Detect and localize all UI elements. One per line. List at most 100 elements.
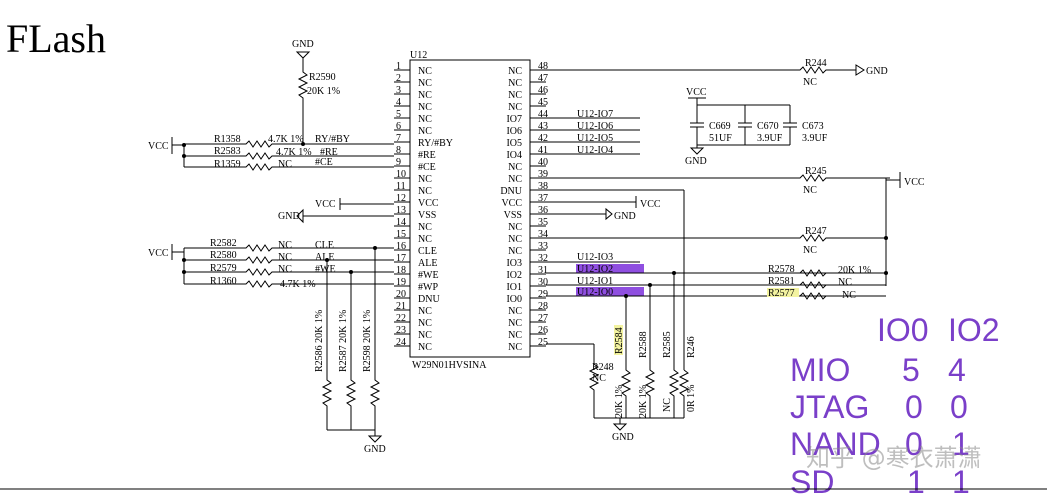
c673-ref: C673 (802, 121, 824, 132)
r1358-wire (184, 140, 394, 148)
r246-resistor (678, 369, 690, 418)
pin-number: 35 (538, 217, 548, 228)
r244-wire (546, 66, 856, 74)
r2577-ref: R2577 (768, 288, 795, 299)
pin-number: 45 (538, 97, 548, 108)
r248-resistor (588, 344, 600, 418)
pin-name: IO6 (506, 126, 522, 137)
r247-ref: R247 (805, 226, 827, 237)
net-io1: U12-IO1 (577, 276, 613, 287)
gnd-symbol-left-bottom (367, 435, 383, 443)
r2584-ref: R2584 (614, 327, 625, 354)
pin-name: NC (508, 318, 522, 329)
pin-number: 2 (396, 73, 401, 84)
r2583-net: #RE (320, 147, 338, 158)
pin-number: 21 (396, 301, 406, 312)
r2590-value: 20K 1% (307, 86, 340, 97)
pin-number: 3 (396, 85, 401, 96)
pin-name: NC (418, 306, 432, 317)
pin-name: RY/#BY (418, 138, 453, 149)
chip-pin-right: 45 NC (508, 97, 548, 113)
vcc-label-pin37: VCC (640, 199, 661, 210)
gnd-label-right-bottom: GND (612, 432, 634, 443)
r2579-value: NC (278, 264, 292, 275)
r2577-resistor (799, 292, 827, 300)
chip-pin-left: 21 NC (394, 301, 432, 317)
boot-table-mode: JTAG (790, 389, 869, 425)
pin-number: 4 (396, 97, 401, 108)
r2581-ref: R2581 (768, 276, 795, 287)
r2579-wire (184, 268, 394, 276)
net-io5: U12-IO5 (577, 133, 613, 144)
r246-ref: R246 (686, 336, 697, 358)
pin-number: 16 (396, 241, 406, 252)
pin-number: 6 (396, 121, 401, 132)
pin-name: NC (508, 102, 522, 113)
pin-name: VSS (504, 210, 522, 221)
pin-name: NC (508, 222, 522, 233)
r2586-label: R2586 20K 1% (314, 310, 325, 372)
r1359-net: #CE (315, 157, 333, 168)
c669-ref: C669 (709, 121, 731, 132)
highlight-io2 (576, 264, 644, 273)
r1359-ref: R1359 (214, 159, 241, 170)
gnd-symbol-right-bottom (612, 423, 628, 431)
r2579-ref: R2579 (210, 263, 237, 274)
highlight-r2584 (614, 325, 623, 355)
r245-value: NC (803, 185, 817, 196)
net-io0: U12-IO0 (577, 287, 613, 298)
r1360-value: 4.7K 1% (280, 279, 316, 290)
r2578-value: 20K 1% (838, 265, 871, 276)
r2582-wire (184, 244, 394, 252)
r2585-ref: R2585 (662, 331, 673, 358)
pin-name: NC (508, 66, 522, 77)
pin-number: 38 (538, 181, 548, 192)
r2582-value: NC (278, 240, 292, 251)
r2583-ref: R2583 (214, 146, 241, 157)
boot-table-header-io2: IO2 (948, 312, 1000, 348)
pin-number: 43 (538, 121, 548, 132)
net-io3: U12-IO3 (577, 252, 613, 263)
highlight-r2577 (767, 288, 799, 297)
r2580-net: ALE (315, 252, 334, 263)
gnd-symbol-top (295, 51, 311, 59)
r2582-ref: R2582 (210, 238, 237, 249)
r245-wire (546, 174, 890, 182)
pin-name: DNU (418, 294, 440, 305)
pin-name: #RE (418, 150, 436, 161)
r2598-resistor (369, 248, 381, 436)
net-io2: U12-IO2 (577, 264, 613, 275)
r2585-resistor (668, 273, 680, 418)
r2588-ref: R2588 (638, 331, 649, 358)
pin-name: VCC (501, 198, 522, 209)
r1358-ref: R1358 (214, 134, 241, 145)
chip-pin-left: 9#CE (394, 157, 436, 173)
vcc-label-r245: VCC (904, 177, 925, 188)
r2583-value: 4.7K 1% (276, 147, 312, 158)
gnd-label-pin36: GND (614, 211, 636, 222)
c673-value: 3.9UF (802, 133, 828, 144)
pin-name: NC (418, 342, 432, 353)
highlight-io0 (576, 287, 644, 296)
r2598-label: R2598 20K 1% (362, 310, 373, 372)
chip-right-pins: 48NC47NC46NC45NC44IO743IO642IO541IO440NC… (500, 61, 548, 353)
pin-number: 13 (396, 205, 406, 216)
